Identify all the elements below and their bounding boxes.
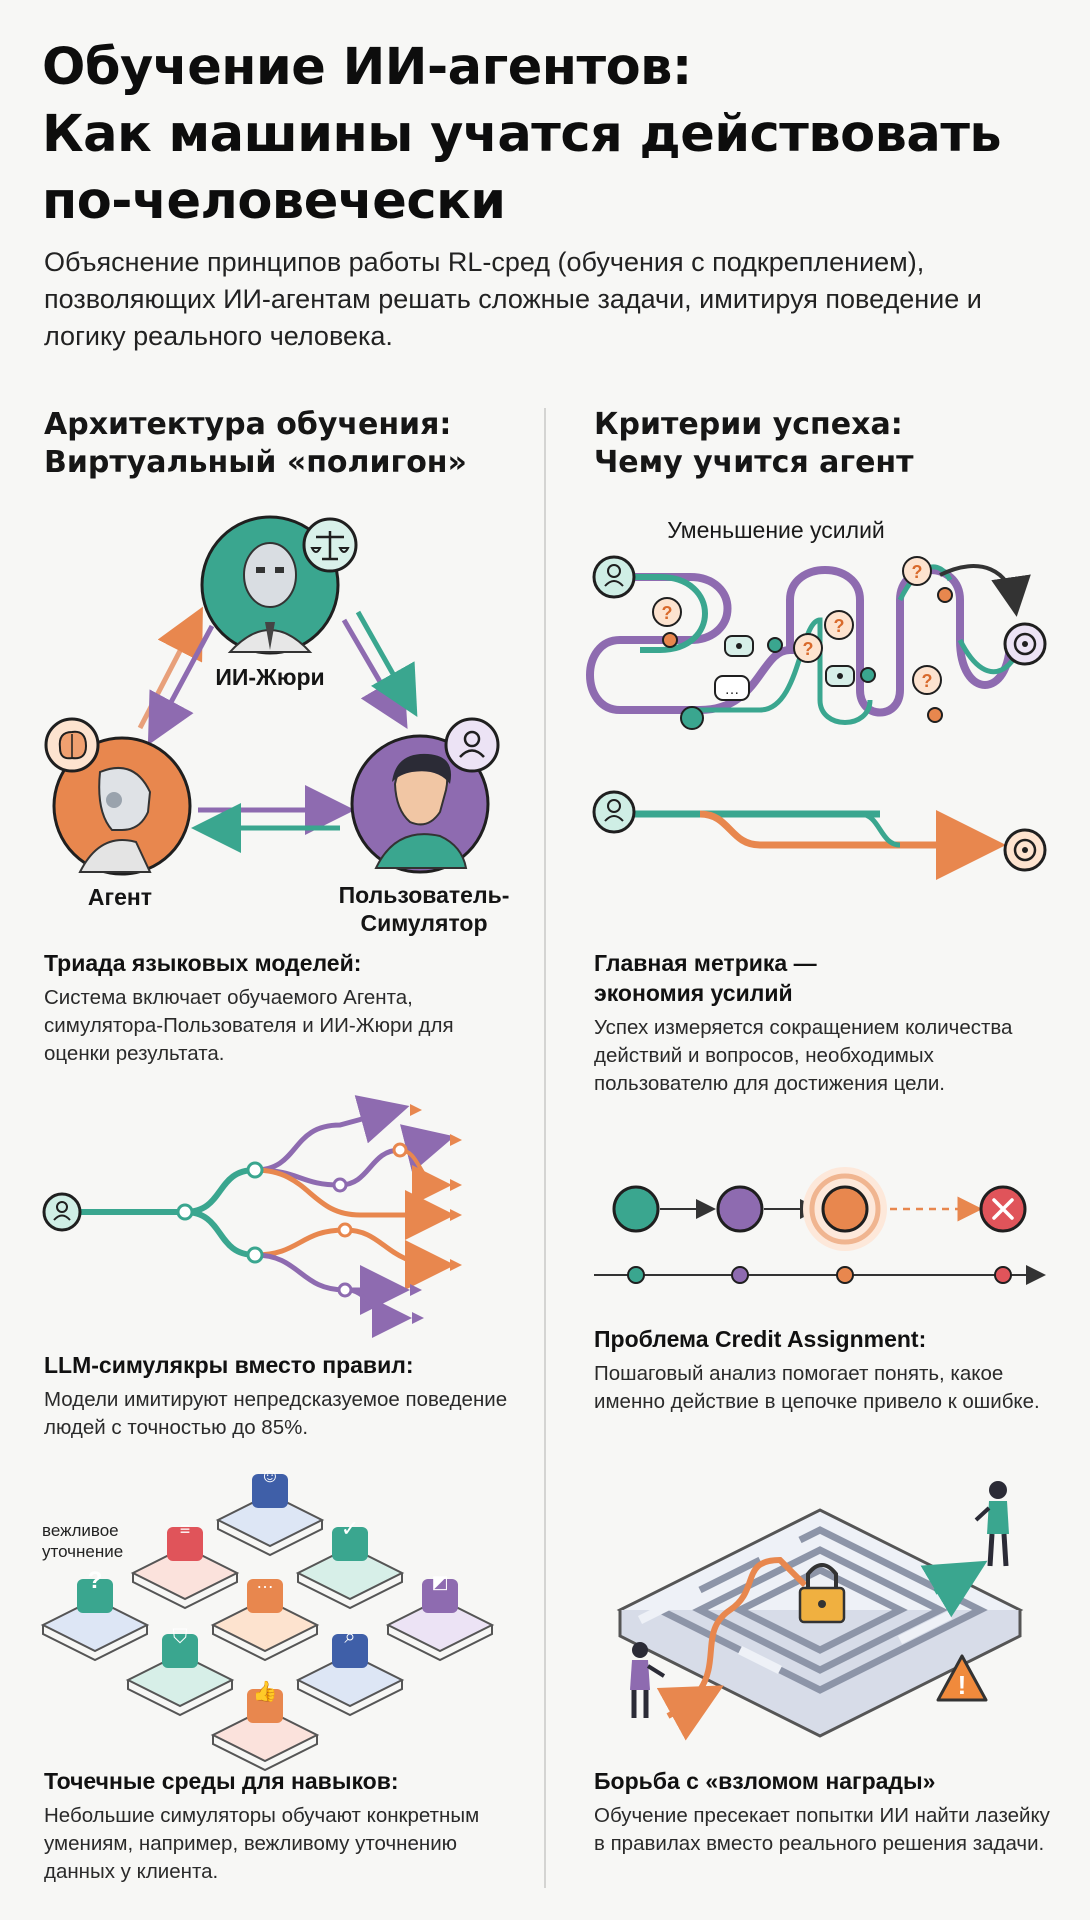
llm-simulacra-block-text: Модели имитируют непредсказуемое поведен… xyxy=(44,1388,508,1439)
reward-hacking-maze: ! xyxy=(616,1481,1024,1741)
question-icon: ? xyxy=(902,556,932,586)
user-label-line-2: Симулятор xyxy=(360,910,487,936)
triad-block-title: Триада языковых моделей: xyxy=(44,950,362,976)
agent-label: Агент xyxy=(88,884,152,910)
user-simulator-node xyxy=(350,734,490,874)
skill-envs-block-text: Небольшие симуляторы обучают конкретным … xyxy=(44,1804,480,1883)
effort-metric-title-line-2: экономия усилий xyxy=(594,980,793,1006)
user-icon xyxy=(592,790,636,834)
chat-icon: … xyxy=(714,675,750,701)
svg-text:?: ? xyxy=(834,616,845,636)
left-section-heading: Архитектура обучения: Виртуальный «полиг… xyxy=(44,406,467,482)
puzzle-icon: ◩ xyxy=(431,1572,448,1592)
svg-text:!: ! xyxy=(958,1670,967,1700)
chat-icon xyxy=(825,665,855,687)
left-heading-line-2: Виртуальный «полигон» xyxy=(44,445,467,480)
warning-icon: ! xyxy=(936,1654,988,1702)
column-divider xyxy=(544,408,546,1888)
page-subtitle: Объяснение принципов работы RL-сред (обу… xyxy=(44,247,982,351)
target-icon xyxy=(1003,828,1047,872)
user-label-line-1: Пользователь- xyxy=(339,882,510,908)
jury-label: ИИ-Жюри xyxy=(215,664,324,690)
like-icon: 👍 xyxy=(253,1679,278,1703)
user-icon xyxy=(42,1192,82,1232)
straight-path-diagram xyxy=(592,790,1047,880)
scales-icon xyxy=(302,517,358,573)
svg-text:?: ? xyxy=(922,671,933,691)
svg-text:?: ? xyxy=(912,562,923,582)
brain-icon xyxy=(44,717,100,773)
winding-path-diagram: Уменьшение усилий ? ? ? ? ? … xyxy=(586,517,1047,730)
title-line-1: Обучение ИИ-агентов: xyxy=(42,38,692,97)
question-icon: ? xyxy=(912,665,942,695)
effort-reduction-label: Уменьшение усилий xyxy=(667,517,885,543)
reward-hacking-block-text: Обучение пресекает попытки ИИ найти лазе… xyxy=(594,1804,1050,1855)
llm-simulacra-block: LLM-симулякры вместо правил: Модели имит… xyxy=(44,1350,514,1442)
title-line-3: по-человечески xyxy=(42,172,506,231)
skill-tiles-diagram: вежливое уточнение ☺ ≡ ✓ ? … ◩ ⛉ ⌕ 👍 xyxy=(40,1465,495,1772)
user-icon: ☺ xyxy=(260,1465,280,1487)
page-title: Обучение ИИ-агентов: Как машины учатся д… xyxy=(42,34,1062,235)
skill-envs-block: Точечные среды для навыков: Небольшие си… xyxy=(44,1766,514,1886)
close-icon xyxy=(979,1185,1027,1233)
credit-assignment-block-text: Пошаговый анализ помогает понять, какое … xyxy=(594,1362,1040,1413)
reward-hacking-block-title: Борьба с «взломом награды» xyxy=(594,1768,936,1794)
effort-metric-block-text: Успех измеряется сокращением количества … xyxy=(594,1016,1013,1095)
user-icon xyxy=(592,555,636,599)
credit-assignment-block-title: Проблема Credit Assignment: xyxy=(594,1326,927,1352)
title-line-2: Как машины учатся действовать xyxy=(42,105,1002,164)
question-icon: ? xyxy=(88,1567,103,1594)
triad-block-text: Система включает обучаемого Агента, симу… xyxy=(44,986,454,1065)
right-heading-line-1: Критерии успеха: xyxy=(594,407,903,442)
lock-icon xyxy=(798,1563,846,1624)
llm-simulacra-block-title: LLM-симулякры вместо правил: xyxy=(44,1352,414,1378)
svg-text:?: ? xyxy=(803,639,814,659)
branching-tree-diagram xyxy=(42,1095,462,1338)
chat-icon xyxy=(724,635,754,657)
reward-hacking-block: Борьба с «взломом награды» Обучение прес… xyxy=(594,1766,1064,1858)
user-icon xyxy=(444,717,500,773)
credit-assignment-block: Проблема Credit Assignment: Пошаговый ан… xyxy=(594,1324,1064,1416)
svg-text:…: … xyxy=(725,681,740,698)
svg-text:?: ? xyxy=(662,603,673,623)
check-icon: ✓ xyxy=(341,1516,359,1541)
target-icon xyxy=(1003,622,1047,666)
right-section-heading: Критерии успеха: Чему учится агент xyxy=(594,406,914,482)
skills-label-line-2: уточнение xyxy=(42,1542,123,1561)
person-figure xyxy=(974,1481,1009,1567)
chat-icon: ≡ xyxy=(180,1519,191,1539)
effort-metric-title-line-1: Главная метрика — xyxy=(594,950,817,976)
person-figure xyxy=(630,1642,666,1718)
left-heading-line-1: Архитектура обучения: xyxy=(44,407,452,442)
agent-node xyxy=(52,736,192,876)
effort-metric-block: Главная метрика — экономия усилий Успех … xyxy=(594,948,1064,1098)
chat-icon: … xyxy=(256,1572,274,1592)
question-icon: ? xyxy=(793,633,823,663)
skills-label-line-1: вежливое xyxy=(42,1521,119,1540)
search-icon: ⌕ xyxy=(344,1626,355,1648)
question-icon: ? xyxy=(652,597,682,627)
shield-icon: ⛉ xyxy=(173,1626,188,1648)
triad-block: Триада языковых моделей: Система включае… xyxy=(44,948,514,1068)
effort-metric-block-title: Главная метрика — экономия усилий xyxy=(594,948,1064,1008)
credit-assignment-diagram xyxy=(594,1167,1046,1285)
question-icon: ? xyxy=(824,610,854,640)
right-heading-line-2: Чему учится агент xyxy=(594,445,914,480)
triad-diagram: ИИ-Жюри Агент xyxy=(44,515,510,936)
skill-envs-block-title: Точечные среды для навыков: xyxy=(44,1768,399,1794)
